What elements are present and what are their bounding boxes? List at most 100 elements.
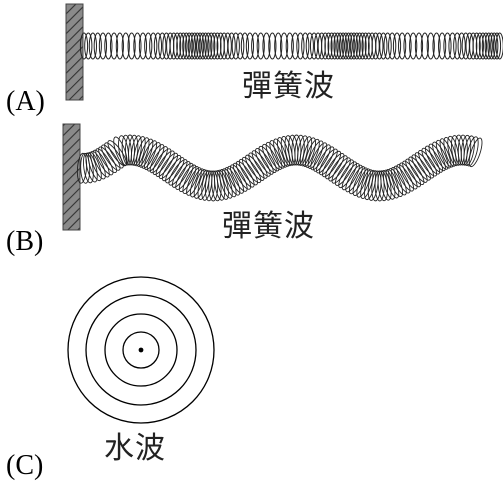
- spring-a-coil: [492, 32, 502, 60]
- spring-a-coil: [187, 32, 197, 60]
- spring-b-coil: [227, 165, 244, 194]
- ripple-ring-1: [67, 276, 215, 424]
- spring-b-coil: [390, 166, 407, 196]
- spring-a-coil: [371, 32, 380, 60]
- spring-b-coil: [402, 160, 422, 188]
- spring-b-coil: [447, 135, 460, 167]
- spring-a-coil: [349, 32, 359, 60]
- spring-a-coil: [321, 32, 330, 60]
- spring-a-coil: [256, 32, 265, 60]
- spring-a-coil: [392, 32, 402, 60]
- spring-b-coil: [405, 158, 425, 186]
- spring-b-coil: [428, 143, 446, 172]
- spring-b-coil: [457, 134, 468, 166]
- spring-b-coil: [396, 164, 415, 192]
- spring-b-coil: [451, 135, 462, 166]
- spring-a-coil: [487, 32, 496, 60]
- spring-b-coil: [133, 136, 146, 167]
- spring-b-coil: [158, 152, 179, 180]
- spring-a-coil: [127, 32, 136, 60]
- spring-a-coil: [198, 32, 207, 60]
- spring-a-coil: [179, 32, 188, 60]
- spring-b-coil: [385, 168, 400, 199]
- spring-a-coil: [475, 32, 484, 60]
- spring-a-coil: [138, 32, 148, 60]
- spring-b-coil: [374, 170, 385, 202]
- spring-a-coil: [274, 32, 283, 60]
- spring-b-coil: [338, 161, 357, 189]
- spring-b-coil: [325, 153, 345, 180]
- spring-a-coil: [109, 32, 119, 60]
- spring-b-coil: [152, 148, 172, 175]
- spring-b-coil: [316, 146, 335, 174]
- spring-a-coil: [210, 32, 219, 60]
- spring-a-coil: [236, 32, 245, 60]
- spring-a-coil: [379, 32, 388, 60]
- spring-a-coil: [478, 32, 488, 60]
- panel-b-wall: [62, 123, 81, 231]
- panel-b-transverse-spring: [62, 123, 483, 231]
- spring-a-coil: [185, 32, 194, 60]
- spring-b-coil: [352, 167, 369, 197]
- spring-b-coil: [211, 170, 222, 202]
- spring-b-coil: [251, 150, 271, 177]
- spring-b-coil: [302, 137, 316, 167]
- spring-b-coil: [313, 144, 331, 172]
- panel-c-water-ripples: [67, 276, 215, 424]
- spring-b-coil: [276, 137, 291, 167]
- spring-b-coil: [144, 142, 161, 171]
- spring-b-coil: [280, 135, 293, 167]
- spring-b-coil: [367, 170, 379, 201]
- spring-b-coil: [92, 149, 110, 178]
- spring-a-coil: [245, 32, 255, 60]
- spring-a-coil: [333, 32, 342, 60]
- spring-b-coil: [149, 146, 168, 174]
- spring-a-coil: [173, 32, 182, 60]
- spring-b-coil: [393, 165, 411, 194]
- panel-b-label: (B): [6, 226, 44, 257]
- spring-b-coil: [125, 134, 135, 166]
- spring-a-coil: [280, 32, 289, 60]
- spring-b-coil: [466, 136, 479, 167]
- spring-b-coil: [322, 150, 342, 178]
- spring-b-coil: [241, 156, 262, 184]
- spring-b-coil: [178, 164, 197, 193]
- spring-b-coil: [168, 159, 188, 186]
- spring-b-coil: [161, 154, 182, 182]
- spring-a-coil: [375, 32, 384, 60]
- spring-a-coil: [176, 32, 185, 60]
- spring-a-coil: [182, 32, 191, 60]
- spring-b-coil: [341, 163, 360, 191]
- spring-b-coil: [224, 167, 241, 196]
- spring-b-coil: [454, 134, 465, 166]
- spring-a-coil: [88, 32, 97, 60]
- spring-b-coil: [319, 148, 338, 176]
- spring-a-coil: [339, 32, 348, 60]
- spring-b-coil: [165, 157, 185, 184]
- spring-b-coil: [189, 168, 205, 198]
- spring-a-coil: [426, 32, 435, 60]
- ripple-source-dot: [138, 347, 144, 353]
- spring-b-coil: [371, 170, 382, 202]
- spring-b-coil: [421, 147, 441, 175]
- panel-c-label: (C): [6, 450, 44, 481]
- spring-b-coil: [307, 140, 324, 169]
- ripple-ring-2: [85, 294, 197, 406]
- spring-a-coil: [240, 32, 250, 60]
- spring-b-coil: [201, 170, 213, 201]
- spring-a-coil: [268, 32, 277, 60]
- spring-b-coil: [128, 134, 139, 166]
- spring-b-coil: [408, 156, 428, 183]
- spring-a-coil: [330, 32, 339, 60]
- spring-a-coil: [383, 32, 392, 60]
- spring-a-coil: [414, 32, 424, 60]
- spring-a-coil: [79, 32, 89, 60]
- spring-b-coil: [294, 134, 305, 166]
- spring-a-coil: [251, 32, 260, 60]
- spring-b-coil: [216, 169, 229, 200]
- spring-b-coil: [245, 154, 265, 181]
- spring-b-coil: [98, 146, 118, 174]
- spring-b-coil: [255, 148, 274, 175]
- spring-b-coil: [171, 161, 191, 188]
- spring-a-coil: [144, 32, 153, 60]
